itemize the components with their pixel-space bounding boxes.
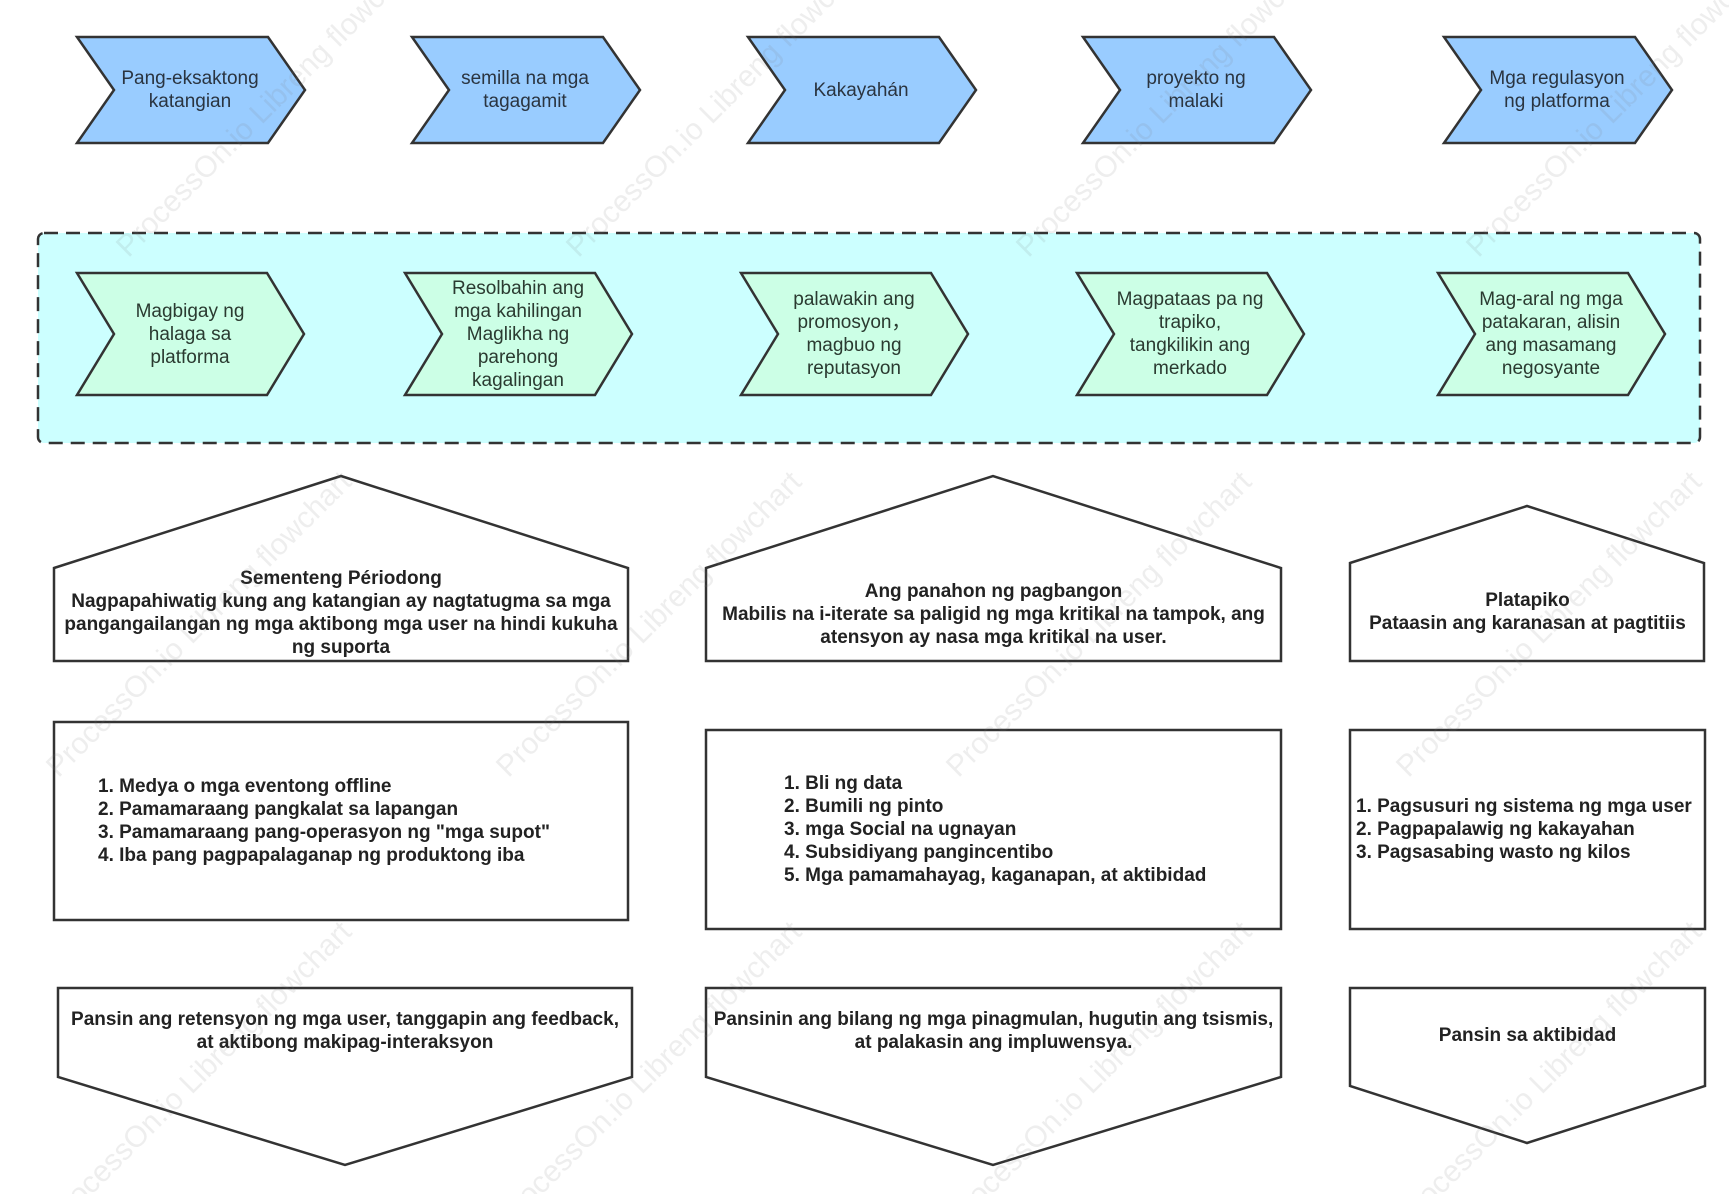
top-stage-chevron-1 — [74, 35, 307, 145]
method-item: 3. Pamamaraang pang-operasyon ng "mga su… — [98, 822, 550, 843]
top-stage-chevron-4 — [1080, 35, 1313, 145]
method-item: 2. Pagpapalawig ng kakayahan — [1356, 819, 1635, 840]
method-item: 1. Pagsusuri ng sistema ng mga user — [1356, 796, 1692, 817]
goal-stage-chevron-4 — [1074, 271, 1306, 397]
method-item: 2. Bumili ng pinto — [784, 796, 944, 817]
phase-title-2: Ang panahon ng pagbangon — [864, 581, 1123, 602]
top-stage-label-4: proyekto ng malaki — [1146, 68, 1246, 112]
method-box-2 — [704, 728, 1283, 931]
method-item: 4. Iba pang pagpapalaganap ng produktong… — [98, 845, 525, 866]
goal-stage-label-2: Resolbahin ang mga kahilingan Maglikha n… — [451, 277, 585, 391]
metric-label-3: Pansin sa aktibidad — [1438, 1024, 1617, 1046]
phase-title-3: Platapiko — [1485, 590, 1570, 611]
method-list-1: 1. Medya o mga eventong offline 2. Pamam… — [98, 724, 626, 918]
method-item: 1. Bli ng data — [784, 773, 903, 794]
top-stage-label-3: Kakayahán — [813, 79, 909, 101]
top-stage-chevron-5 — [1441, 35, 1674, 145]
top-stage-label-5: Mga regulasyon ng platforma — [1489, 68, 1625, 112]
phase-header-shape-3 — [1348, 504, 1706, 663]
method-list-2: 1. Bli ng data 2. Bumili ng pinto 3. mga… — [784, 732, 1279, 927]
top-stage-label-1: Pang-eksaktong katangian — [121, 68, 259, 112]
method-item: 1. Medya o mga eventong offline — [98, 776, 392, 797]
phase-description-2: Mabilis na i-iterate sa paligid ng mga k… — [722, 604, 1265, 648]
phase-description-1: Nagpapahiwatig kung ang katangian ay nag… — [64, 590, 618, 658]
method-item: 3. mga Social na ugnayan — [784, 819, 1017, 840]
metric-shape-1 — [56, 986, 634, 1167]
goal-stage-label-5: Mag-aral ng mga patakaran, alisin ang ma… — [1479, 289, 1623, 379]
metric-label-1: Pansin ang retensyon ng mga user, tangga… — [71, 1009, 619, 1053]
method-box-3 — [1348, 728, 1707, 931]
phase-header-shape-2 — [704, 474, 1283, 663]
method-item: 2. Pamamaraang pangkalat sa lapangan — [98, 799, 459, 820]
method-item: 5. Mga pamamahayag, kaganapan, at aktibi… — [784, 865, 1207, 886]
goal-stage-chevron-3 — [738, 271, 970, 397]
phase-title-1: Sementeng Périodong — [240, 567, 442, 589]
method-item: 3. Pagsasabing wasto ng kilos — [1356, 842, 1631, 863]
phase-description-3: Pataasin ang karanasan at pagtitiis — [1369, 613, 1686, 634]
top-stage-label-2: semilla na mga tagagamit — [461, 68, 589, 112]
phase-header-shape-1 — [52, 474, 630, 663]
top-stage-chevron-3 — [745, 35, 978, 145]
goal-stage-label-4: Magpataas pa ng trapiko, tangkilikin ang… — [1116, 289, 1264, 379]
top-stage-chevron-2 — [409, 35, 642, 145]
goal-stage-chevron-5 — [1435, 271, 1667, 397]
goal-stage-label-1: Magbigay ng halaga sa platforma — [135, 300, 245, 368]
method-item: 4. Subsidiyang pangincentibo — [784, 842, 1054, 863]
method-box-1 — [52, 720, 630, 922]
metric-shape-2 — [704, 986, 1283, 1167]
method-list-3: 1. Pagsusuri ng sistema ng mga user 2. P… — [1356, 732, 1704, 927]
metric-shape-3 — [1348, 986, 1707, 1145]
metric-label-2: Pansinin ang bilang ng mga pinagmulan, h… — [713, 1009, 1274, 1053]
goal-stage-label-3: palawakin ang promosyon， magbuo ng reput… — [793, 289, 915, 379]
goal-stage-chevron-2 — [402, 271, 634, 397]
goal-stage-chevron-1 — [74, 271, 306, 397]
